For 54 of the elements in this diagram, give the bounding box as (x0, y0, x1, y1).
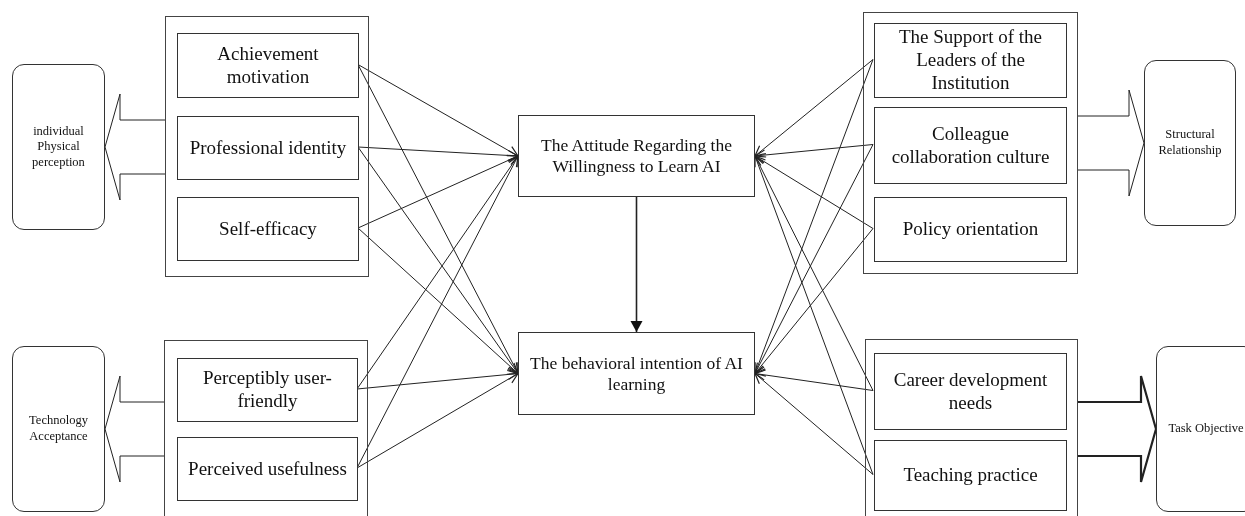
factor-box (177, 33, 359, 98)
factor-box (874, 23, 1067, 98)
group-frame (164, 340, 368, 516)
node-label: The behavioral intention of AI learning (529, 352, 744, 395)
node-label: Perceptibly user-friendly (202, 367, 333, 413)
rounded-box (1144, 60, 1236, 226)
factor-box (177, 197, 359, 261)
arrow (357, 154, 519, 229)
rounded-box (12, 64, 105, 230)
arrow (754, 59, 874, 157)
arrow (356, 372, 519, 469)
outcome-box (518, 115, 755, 197)
node-label: Professional identity (189, 136, 347, 160)
arrow (753, 155, 874, 475)
node-label: Task Objective (1168, 421, 1244, 437)
node-label: Structural Relationship (1157, 127, 1223, 159)
node-label: The Support of the Leaders of the Institution (898, 26, 1043, 95)
block-arrow (104, 93, 166, 201)
node-label: Policy orientation (902, 218, 1039, 241)
node-label: Technology Acceptance (28, 413, 89, 445)
group-frame (863, 12, 1078, 274)
node-label: Self-efficacy (219, 217, 317, 241)
arrow (357, 227, 519, 375)
block-arrow (104, 375, 165, 483)
node-label: Career development needs (892, 368, 1049, 415)
node-label: individual Physical perception (31, 123, 86, 171)
factor-box (874, 197, 1067, 262)
arrow (357, 146, 519, 162)
node-label: The Attitude Regarding the Willingness to Learn AI (540, 135, 733, 177)
node-label: Achievement motivation (216, 42, 320, 89)
arrow (754, 155, 874, 229)
block-arrow (1076, 374, 1158, 484)
arrow (356, 368, 519, 390)
factor-box (177, 437, 358, 501)
node-label: Colleague collaboration culture (890, 122, 1051, 169)
outcome-box (518, 332, 755, 415)
arrow (754, 228, 874, 375)
group-frame (165, 16, 369, 277)
factor-box (874, 353, 1067, 430)
node-label: Perceived usefulness (188, 457, 347, 481)
factor-box (874, 440, 1067, 511)
block-arrow (1077, 89, 1145, 197)
factor-box (177, 358, 358, 422)
arrow (630, 196, 643, 333)
arrow (754, 372, 874, 475)
arrow (754, 144, 874, 161)
factor-box (177, 116, 359, 180)
group-frame (865, 339, 1078, 516)
arrow (357, 64, 519, 157)
arrow (754, 369, 874, 391)
node-label: Teaching practice (903, 464, 1038, 487)
factor-box (874, 107, 1067, 184)
rounded-box (1156, 346, 1245, 512)
rounded-box (12, 346, 105, 512)
